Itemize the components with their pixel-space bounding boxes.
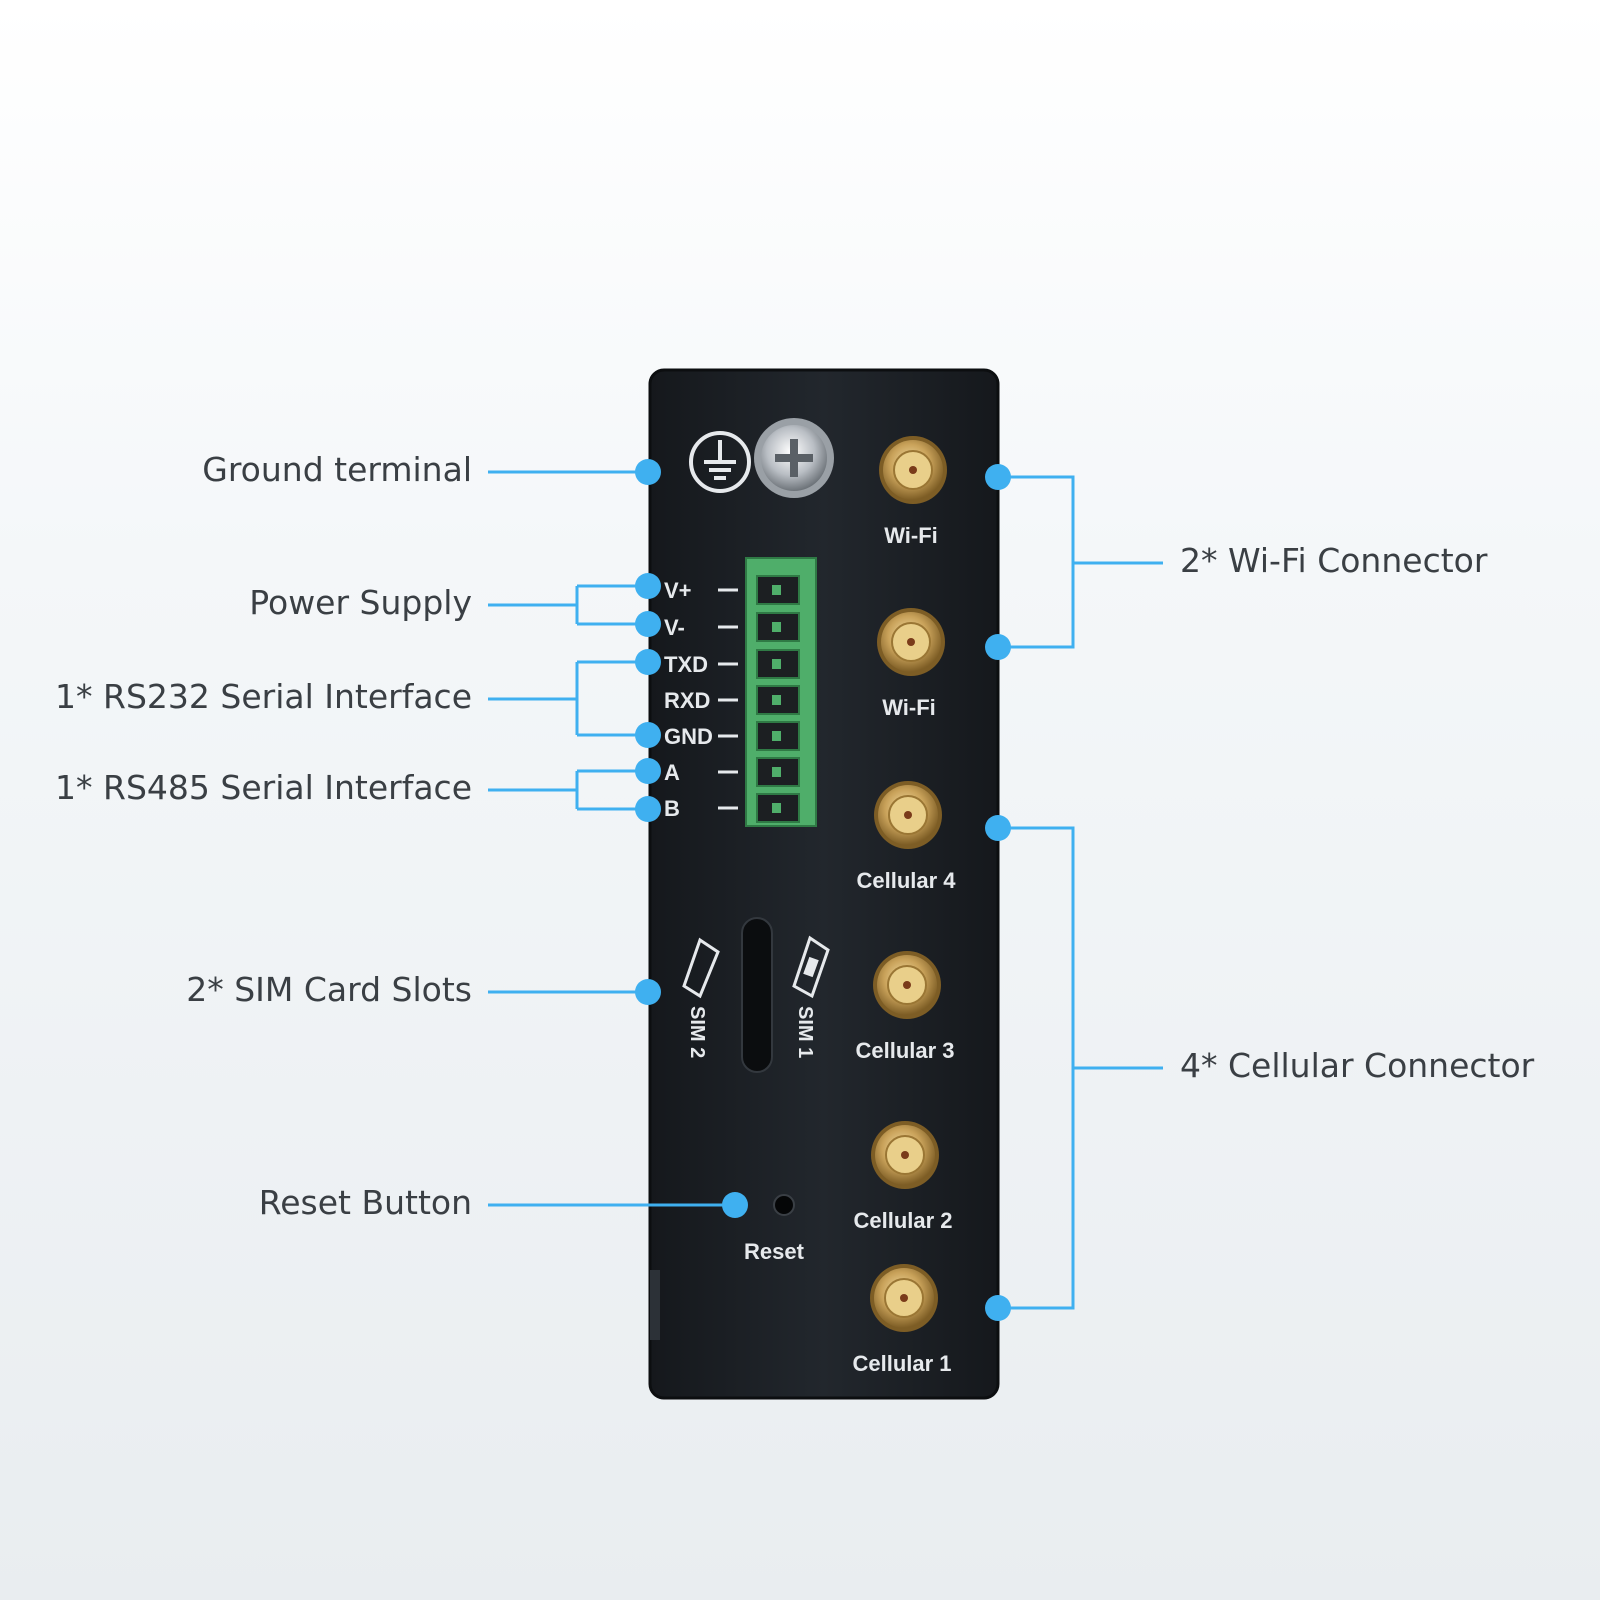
line-power	[488, 584, 648, 626]
antenna-connector-icon	[874, 781, 942, 849]
terminal-screw	[772, 695, 781, 705]
dot-ground	[635, 459, 661, 485]
antenna-label: Cellular 3	[855, 1038, 954, 1063]
terminal-pin-labels: V+ V- TXD RXD GND AB	[664, 578, 738, 821]
terminal-screw	[772, 731, 781, 741]
terminal-slot	[756, 575, 800, 605]
antenna-label: Cellular 2	[853, 1208, 952, 1233]
sim1-icon	[792, 935, 830, 999]
antenna-connector-icon	[877, 608, 945, 676]
dot-sim	[635, 979, 661, 1005]
dot-rs485-a	[635, 758, 661, 784]
label-rs232: 1* RS232 Serial Interface	[55, 677, 472, 716]
callout-lines	[488, 470, 1163, 1310]
terminal-pin-label: V-	[664, 615, 685, 640]
terminal-pin-label: RXD	[664, 688, 710, 713]
sim1-label: SIM 1	[794, 1006, 816, 1058]
antenna-label: Wi-Fi	[882, 695, 936, 720]
antenna-connectors	[870, 436, 947, 1332]
terminal-pin-label: TXD	[664, 652, 708, 677]
antenna-connector-icon	[871, 1121, 939, 1189]
sim-slot	[741, 917, 773, 1073]
label-sim-slots: 2* SIM Card Slots	[186, 970, 472, 1009]
label-cellular-connector: 4* Cellular Connector	[1180, 1046, 1535, 1085]
line-wifi	[998, 475, 1163, 649]
terminal-slot	[756, 649, 800, 679]
reset-hole	[773, 1194, 795, 1216]
line-rs485	[488, 769, 648, 811]
terminal-block	[745, 557, 817, 827]
dot-cellular-4	[985, 815, 1011, 841]
label-rs485: 1* RS485 Serial Interface	[55, 768, 472, 807]
terminal-screw	[772, 622, 781, 632]
callout-dots	[635, 459, 1011, 1321]
terminal-screw	[772, 659, 781, 669]
antenna-connector-icon	[870, 1264, 938, 1332]
ground-screw-icon	[754, 418, 834, 498]
terminal-pin-label: B	[664, 796, 680, 821]
antenna-label: Cellular 1	[852, 1351, 951, 1376]
dot-power-vminus	[635, 611, 661, 637]
terminal-screw	[772, 803, 781, 813]
dot-rs485-b	[635, 796, 661, 822]
dot-cellular-1	[985, 1295, 1011, 1321]
dot-wifi-1	[985, 464, 1011, 490]
antenna-label: Cellular 4	[856, 868, 956, 893]
terminal-pin-label: A	[664, 760, 680, 785]
label-wifi-connector: 2* Wi-Fi Connector	[1180, 541, 1488, 580]
terminal-screw	[772, 767, 781, 777]
ground-symbol-icon	[689, 431, 751, 493]
dot-power-vplus	[635, 573, 661, 599]
line-rs232	[488, 660, 648, 737]
dot-rs232-txd	[635, 649, 661, 675]
label-power-supply: Power Supply	[249, 583, 472, 622]
dot-wifi-2	[985, 634, 1011, 660]
terminal-pin-label: V+	[664, 578, 692, 603]
dot-rs232-gnd	[635, 722, 661, 748]
label-reset-button: Reset Button	[258, 1183, 472, 1222]
label-ground-terminal: Ground terminal	[202, 450, 472, 489]
antenna-connector-icon	[879, 436, 947, 504]
sim2-icon	[682, 937, 720, 999]
terminal-pin-label: GND	[664, 724, 713, 749]
terminal-screw	[772, 585, 781, 595]
antenna-connector-icon	[873, 951, 941, 1019]
dot-reset	[722, 1192, 748, 1218]
line-cellular	[998, 826, 1163, 1310]
antenna-label: Wi-Fi	[884, 523, 938, 548]
sim2-label: SIM 2	[686, 1006, 708, 1058]
device-body-edge	[650, 1270, 660, 1340]
reset-label: Reset	[744, 1239, 805, 1264]
